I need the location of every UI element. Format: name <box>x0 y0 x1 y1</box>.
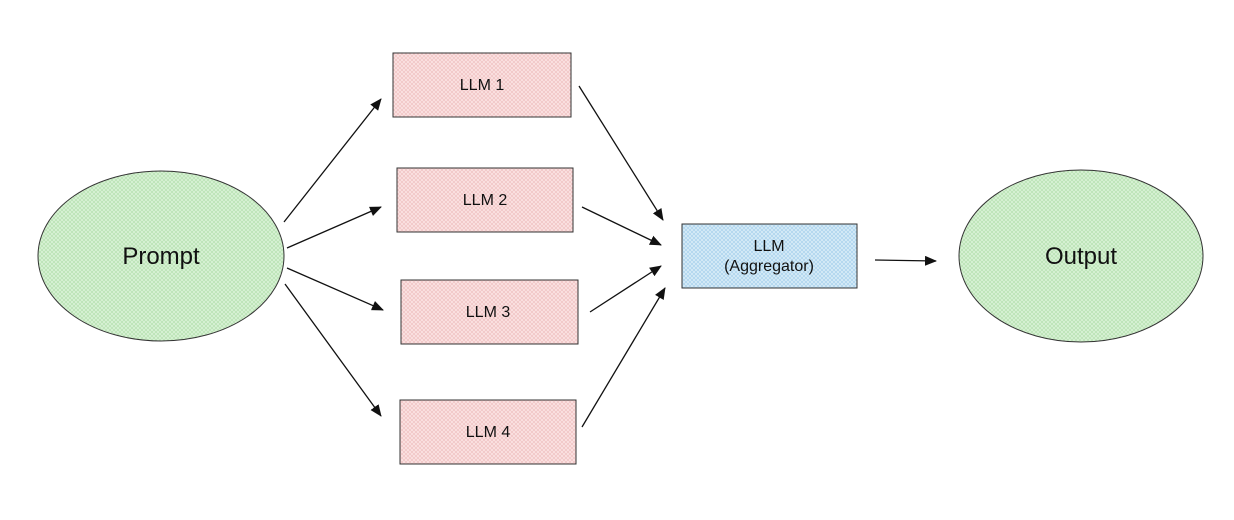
output-label: Output <box>1045 243 1117 270</box>
llm2-label: LLM 2 <box>463 192 508 209</box>
node-llm1: LLM 1 <box>392 52 572 118</box>
aggregator-label-line1: LLM <box>753 238 784 255</box>
node-llm4: LLM 4 <box>399 399 577 465</box>
node-output: Output <box>958 169 1204 343</box>
edge-llm1-to-aggregator <box>578 85 664 221</box>
llm4-box <box>399 399 577 465</box>
output-ellipse <box>958 169 1204 343</box>
edge-llm4-to-aggregator <box>581 287 666 428</box>
node-llm2: LLM 2 <box>396 167 574 233</box>
llm3-box <box>400 279 579 345</box>
llm1-box <box>392 52 572 118</box>
llm3-label: LLM 3 <box>466 304 511 321</box>
edge-prompt-to-llm4 <box>284 283 382 417</box>
node-llm3: LLM 3 <box>400 279 579 345</box>
llm1-label: LLM 1 <box>460 77 505 94</box>
edge-prompt-to-llm3 <box>286 267 384 311</box>
edge-aggregator-to-output <box>874 255 937 266</box>
prompt-label: Prompt <box>122 243 200 270</box>
edge-prompt-to-llm1 <box>283 98 382 223</box>
aggregator-label-line2: (Aggregator) <box>724 258 814 275</box>
node-aggregator: LLM (Aggregator) <box>681 223 858 289</box>
llm4-label: LLM 4 <box>466 424 511 441</box>
prompt-ellipse <box>37 170 285 342</box>
edge-llm3-to-aggregator <box>589 265 662 313</box>
llm2-box <box>396 167 574 233</box>
node-prompt: Prompt <box>37 170 285 342</box>
edge-prompt-to-llm2 <box>286 206 382 249</box>
edges <box>283 85 937 428</box>
aggregator-box <box>681 223 858 289</box>
edge-llm2-to-aggregator <box>581 206 662 246</box>
